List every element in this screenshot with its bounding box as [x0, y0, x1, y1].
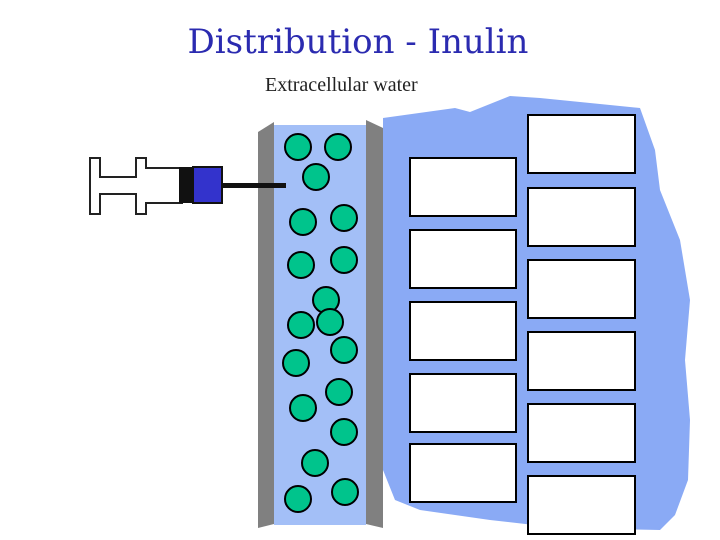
- cell: [527, 331, 636, 391]
- vessel-wall-right: [366, 120, 383, 528]
- inulin-particle: [289, 394, 317, 422]
- cell: [409, 443, 517, 503]
- slide-subtitle: Extracellular water: [265, 74, 418, 96]
- inulin-particle: [287, 311, 315, 339]
- inulin-particle: [289, 208, 317, 236]
- inulin-particle: [282, 349, 310, 377]
- inulin-particle: [287, 251, 315, 279]
- cell: [527, 259, 636, 319]
- inulin-particle: [284, 485, 312, 513]
- inulin-particles: [282, 133, 359, 513]
- cell: [527, 187, 636, 247]
- cell: [409, 373, 517, 433]
- cell: [409, 301, 517, 361]
- inulin-particle: [324, 133, 352, 161]
- slide-title: Distribution - Inulin: [187, 22, 529, 62]
- inulin-particle: [330, 418, 358, 446]
- cell: [527, 403, 636, 463]
- inulin-particle: [325, 378, 353, 406]
- syringe-icon: [89, 157, 286, 215]
- cell: [409, 157, 517, 217]
- cell: [527, 114, 636, 174]
- vessel-wall-left: [258, 122, 274, 528]
- inulin-particle: [330, 336, 358, 364]
- inulin-particle: [301, 449, 329, 477]
- inulin-particle: [302, 163, 330, 191]
- cell: [527, 475, 636, 535]
- inulin-particle: [316, 308, 344, 336]
- inulin-particle: [331, 478, 359, 506]
- inulin-particle: [330, 204, 358, 232]
- cells: [409, 114, 636, 535]
- cell: [409, 229, 517, 289]
- inulin-particle: [284, 133, 312, 161]
- inulin-particle: [330, 246, 358, 274]
